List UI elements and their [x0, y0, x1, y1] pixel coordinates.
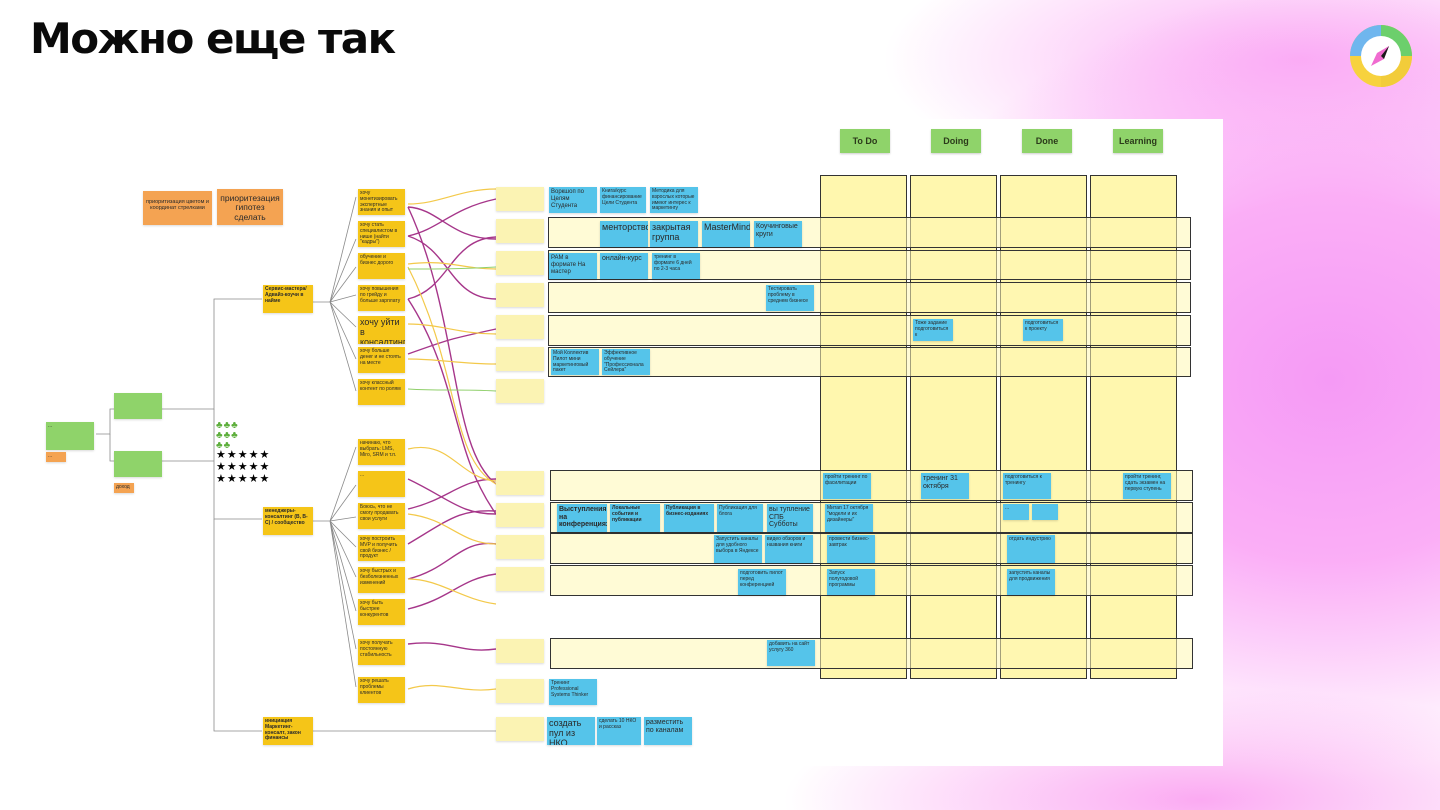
idea-card: ...: [1003, 504, 1029, 520]
need-note: хочу уйти в консалтинг: [358, 316, 405, 344]
sticky-note-orange: ...: [46, 452, 66, 462]
need-note: обучение и бизнес дорого: [358, 253, 405, 279]
idea-card: создать пул из НКО: [547, 717, 595, 745]
idea-card: тренинг в формате 6 дней по 2-3 часа: [652, 253, 700, 279]
swimlane-row: [550, 638, 1193, 669]
idea-card: подготовиться к тренингу: [1003, 473, 1051, 499]
column-header-doing: Doing: [931, 129, 981, 153]
idea-card: MasterMind: [702, 221, 750, 247]
insight-note: [496, 251, 544, 275]
idea-card: закрытая группа: [650, 221, 698, 247]
insight-note: [496, 679, 544, 703]
insight-note: [496, 471, 544, 495]
idea-card: видео обзоров и названия книги: [765, 535, 813, 563]
column-header-learning: Learning: [1113, 129, 1163, 153]
need-note: Боюсь, что не смогу продавать свои услуг…: [358, 503, 405, 529]
idea-card: Мой Коллектив Пилот мини маркетинговый п…: [551, 349, 599, 375]
idea-card: подготовить пилот перед конференцией: [738, 569, 786, 595]
idea-card: Публикация для блога: [717, 504, 763, 532]
need-note: начинаю, что выбрать: LMS, Miro, SRM и т…: [358, 439, 405, 465]
idea-card: Запустить каналы для удобного выбора в Я…: [714, 535, 762, 563]
need-note: хочу быстрых и безболезненных изменений: [358, 567, 405, 593]
sticky-note-orange: приоритезация гипотез сделать: [217, 189, 283, 225]
sticky-note-green: [114, 393, 162, 419]
idea-card: Тренинг Professional Systems Thinker: [549, 679, 597, 705]
connector-lines: [96, 188, 497, 732]
sticky-note-green: [114, 451, 162, 477]
idea-card: сделать 10 НКО и рассказ: [597, 717, 641, 745]
idea-card: PAM в формате На мастер: [549, 253, 597, 279]
insight-note: [496, 717, 544, 741]
idea-card: [1032, 504, 1058, 520]
idea-card: Публикация в бизнес-изданиях: [664, 504, 714, 532]
insight-note: [496, 219, 544, 243]
idea-card: Эффективное обучение "Профессионала Сейл…: [602, 349, 650, 375]
idea-card: вы тупление СПБ Субботы: [767, 504, 813, 532]
need-note: хочу быть быстрее конкурентов: [358, 599, 405, 625]
idea-card: Тестировать проблему в среднем бизнесе: [766, 285, 814, 311]
column-header-todo: To Do: [840, 129, 890, 153]
idea-card: разместить по каналам: [644, 717, 692, 745]
idea-card: подготовиться к проекту: [1023, 319, 1063, 341]
idea-card: Книга/курс финансирование Цели Студента: [600, 187, 646, 213]
idea-card: менторство: [600, 221, 648, 247]
idea-card: Выступления на конференциях: [557, 504, 607, 532]
idea-card: Митап 17 октября "модели и их дизайнеры": [825, 504, 873, 532]
insight-note: [496, 567, 544, 591]
slide-title: Можно еще так: [30, 14, 396, 63]
idea-card: Коучинговые круги: [754, 221, 802, 247]
need-note: ...: [358, 471, 405, 497]
idea-card: добавить на сайт услугу 360: [767, 640, 815, 666]
goal-note: менеджеры-консалтинг (B, B-C) / сообщест…: [263, 507, 313, 535]
insight-note: [496, 347, 544, 371]
insight-note: [496, 315, 544, 339]
idea-card: пройти тренинг по фасилитации: [823, 473, 871, 499]
idea-card: тренинг 31 октября: [921, 473, 969, 499]
column-header-done: Done: [1022, 129, 1072, 153]
insight-note: [496, 187, 544, 211]
goal-note: Сервис-мастера/ Адвайз-коучи в найме: [263, 285, 313, 313]
idea-card: пройти тренинг, сдать экзамен на первую …: [1123, 473, 1171, 499]
idea-card: отдать индустрию: [1007, 535, 1055, 563]
plant-icons: ♣♣♣♣♣♣♣♣: [216, 420, 239, 451]
swimlane-row: [550, 470, 1193, 501]
swimlane-row: [548, 347, 1191, 377]
swimlane-row: [548, 315, 1191, 346]
compass-logo-icon: [1350, 25, 1412, 87]
need-note: хочу решать проблемы клиентов: [358, 677, 405, 703]
idea-card: Тоже задание подготовиться к: [913, 319, 953, 341]
miro-board-screenshot: To Do Doing Done Learning приоритизация …: [30, 119, 1223, 766]
need-note: хочу больше денег и не стоять на месте: [358, 347, 405, 373]
idea-card: провести бизнес-завтрак: [827, 535, 875, 563]
idea-card: Методика для взрослых которые имеют инте…: [650, 187, 698, 213]
need-note: хочу классный контент по ролям: [358, 379, 405, 405]
need-note: хочу получать постоянную стабильность: [358, 639, 405, 665]
idea-card: запустить каналы для продвижения: [1007, 569, 1055, 595]
sticky-note-orange: доход: [114, 483, 134, 493]
need-note: хочу повышения по грейду и больше зарпла…: [358, 285, 405, 311]
idea-card: Локальные события и публикации: [610, 504, 660, 532]
star-icons: ★★★★★★★★★★★★★★★: [216, 449, 271, 485]
idea-card: онлайн-курс: [600, 253, 648, 279]
need-note: хочу построить MVP и получить свой бизне…: [358, 535, 405, 561]
sticky-note-orange: приоритизация цветом и координат стрелка…: [143, 191, 212, 225]
idea-card: Воркшоп по Целям Студента: [549, 187, 597, 213]
sticky-note-green: ...: [46, 422, 94, 450]
need-note: хочу монетизировать экспертные знания и …: [358, 189, 405, 215]
insight-note: [496, 639, 544, 663]
swimlane-row: [548, 282, 1191, 313]
insight-note: [496, 283, 544, 307]
insight-note: [496, 503, 544, 527]
goal-note: инициация Маркетинг-консалт, закон финан…: [263, 717, 313, 745]
insight-note: [496, 535, 544, 559]
need-note: хочу стать специалистом в нише (найти "к…: [358, 221, 405, 247]
idea-card: Запуск полугодовой программы: [827, 569, 875, 595]
insight-note: [496, 379, 544, 403]
